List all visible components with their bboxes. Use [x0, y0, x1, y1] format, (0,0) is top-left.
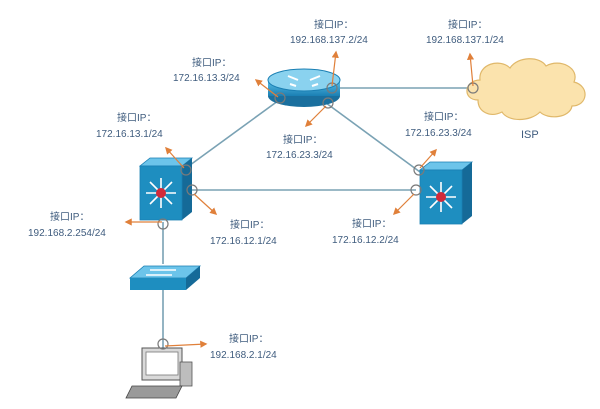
label-pc-ip: 192.168.2.1/24	[210, 350, 277, 361]
port-pc	[157, 338, 169, 350]
port-sw1-down	[157, 218, 169, 230]
label-isp-title: 接口IP：	[448, 18, 487, 31]
label-sw1-right-ip: 172.16.12.1/24	[210, 236, 277, 247]
port-sw1-right	[186, 184, 198, 196]
interface-labels: 接口IP： 192.168.137.2/24 接口IP： 192.168.137…	[28, 18, 504, 361]
label-sw3-up-title: 接口IP：	[424, 110, 463, 123]
label-sw1-right-title: 接口IP：	[230, 218, 269, 231]
access-switch-icon	[128, 265, 202, 290]
link-router-sw1	[185, 97, 283, 169]
links	[162, 87, 472, 348]
port-sw1-up	[180, 164, 192, 176]
label-sw1-left-ip: 192.168.2.254/24	[28, 228, 106, 239]
label-sw1-up-ip: 172.16.13.1/24	[96, 129, 163, 140]
pc-icon	[125, 347, 193, 399]
label-r-down-ip: 172.16.23.3/24	[266, 150, 333, 161]
label-r-up-title: 接口IP：	[314, 18, 353, 31]
arrow-sw3-left	[392, 193, 415, 216]
router-icon	[267, 68, 341, 107]
interface-arrows	[124, 50, 475, 348]
port-sw3-up	[413, 164, 425, 176]
label-r-left-ip: 172.16.13.3/24	[173, 73, 240, 84]
label-sw3-left-ip: 172.16.12.2/24	[332, 235, 399, 246]
l3-switch-left-icon	[138, 157, 194, 221]
label-isp-ip: 192.168.137.1/24	[426, 35, 504, 46]
arrow-sw1-up	[165, 146, 185, 169]
label-sw1-left-title: 接口IP：	[50, 210, 89, 223]
arrow-isp	[466, 52, 475, 87]
port-router-left	[274, 92, 286, 104]
link-router-sw3	[321, 99, 421, 173]
label-pc-title: 接口IP：	[229, 332, 268, 345]
label-r-up-ip: 192.168.137.2/24	[290, 35, 368, 46]
label-sw1-up-title: 接口IP：	[117, 111, 156, 124]
port-markers	[157, 82, 479, 350]
label-sw3-up-ip: 172.16.23.3/24	[405, 128, 472, 139]
arrow-pc	[164, 340, 208, 348]
port-router-down	[322, 97, 334, 109]
label-r-left-title: 接口IP：	[192, 56, 231, 69]
arrow-router-down	[304, 105, 327, 128]
arrow-router-left	[254, 79, 279, 98]
arrow-sw3-up	[419, 148, 437, 169]
label-r-down-title: 接口IP：	[283, 133, 322, 146]
arrow-sw1-right	[193, 193, 218, 215]
isp-label: ISP	[521, 129, 539, 141]
label-sw3-left-title: 接口IP：	[352, 217, 391, 230]
arrow-router-up	[331, 50, 339, 87]
isp-cloud-icon	[466, 58, 586, 121]
port-sw3-left	[410, 184, 422, 196]
l3-switch-right-icon	[418, 161, 474, 225]
